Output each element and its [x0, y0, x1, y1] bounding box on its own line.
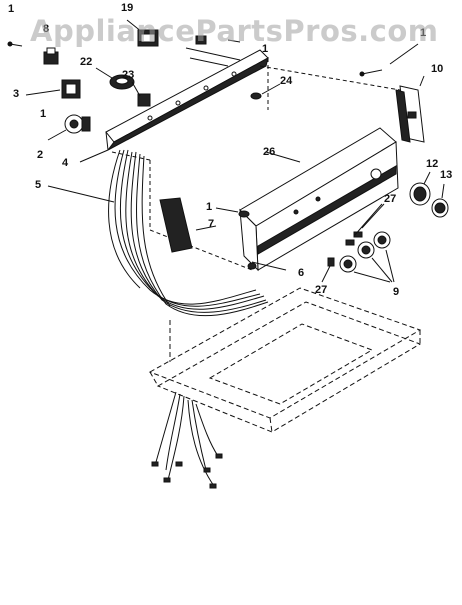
callout-12: 12 — [426, 158, 439, 170]
callout-22: 22 — [80, 56, 93, 68]
callout-7: 7 — [208, 218, 215, 230]
callout-1-top-right: 1 — [420, 27, 427, 39]
part-2-rotary — [47, 114, 91, 141]
part-26-console-panel — [239, 127, 399, 272]
callout-27-lower: 27 — [315, 284, 328, 296]
callout-4: 4 — [62, 157, 69, 169]
callout-1-top-center: 1 — [262, 43, 269, 55]
screw-24 — [250, 83, 281, 100]
callout-13: 13 — [440, 169, 453, 181]
part-5-wire-harness — [47, 149, 269, 317]
screw-6 — [247, 261, 287, 271]
callout-3: 3 — [13, 88, 20, 100]
part-13-knob — [431, 183, 449, 218]
callout-26: 26 — [263, 146, 276, 158]
part-23-component — [131, 81, 151, 107]
callout-9: 9 — [393, 286, 400, 298]
callout-10: 10 — [431, 63, 444, 75]
callout-6: 6 — [298, 267, 305, 279]
callout-1-top-left: 1 — [8, 3, 15, 15]
part-4-console-bracket — [79, 49, 269, 163]
callout-19: 19 — [121, 2, 134, 14]
callout-24: 24 — [280, 75, 293, 87]
part-3-switch — [25, 79, 81, 99]
part-7-panel — [159, 197, 217, 253]
cabinet-top-dashed — [148, 287, 422, 433]
part-9-knobs — [339, 231, 395, 283]
screw-right — [359, 43, 419, 77]
part-10-endcap — [395, 75, 425, 143]
screw-console-left — [215, 207, 250, 218]
part-12-knob — [409, 171, 431, 206]
screws-top-center — [185, 35, 241, 67]
callout-1-mid: 1 — [206, 201, 213, 213]
part-8-bracket — [43, 47, 59, 65]
callout-2: 2 — [37, 149, 44, 161]
callout-27-upper: 27 — [384, 193, 397, 205]
callout-5: 5 — [35, 179, 42, 191]
callout-23: 23 — [122, 69, 135, 81]
callout-1-left: 1 — [40, 108, 47, 120]
callout-8: 8 — [43, 23, 50, 35]
part-19-bracket — [126, 19, 159, 47]
lower-wire-bundle — [151, 391, 223, 489]
screw-top-left — [7, 41, 23, 47]
part-27-inserts — [321, 203, 385, 283]
console-dashed-outline — [111, 58, 401, 271]
part-22-component — [95, 67, 135, 90]
